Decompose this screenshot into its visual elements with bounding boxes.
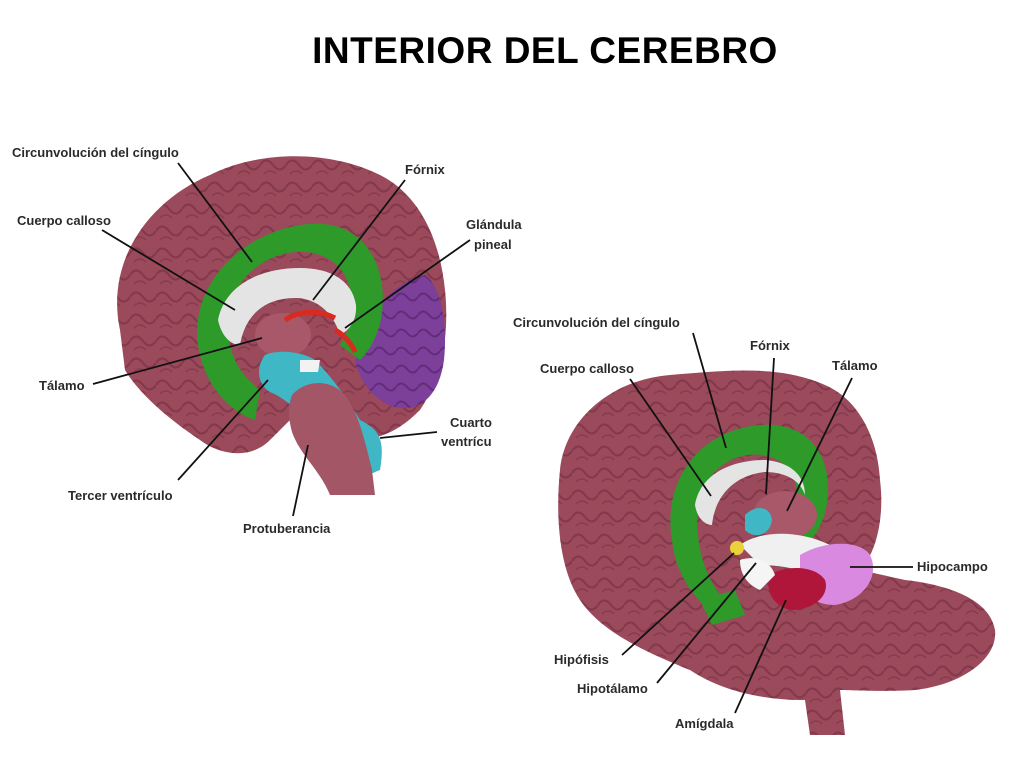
left-fornix xyxy=(283,309,337,323)
left-corpus-callosum xyxy=(218,268,357,345)
right-amygdala xyxy=(768,568,826,610)
left-cingulate-gyrus xyxy=(197,223,383,420)
right-labels: Circunvolución del cíngulo Fórnix Cuerpo… xyxy=(513,315,988,731)
right-hypothalamus xyxy=(740,558,775,590)
label-thalamus-left: Tálamo xyxy=(39,378,85,393)
label-pituitary-right: Hipófisis xyxy=(554,652,609,667)
left-pineal-gland xyxy=(333,327,358,354)
leader-thalamus-right xyxy=(786,377,853,512)
label-fourth-ventricle-left-2: ventrícu xyxy=(441,434,492,449)
leader-corpus-callosum-right xyxy=(629,378,712,497)
label-cingulate-right: Circunvolución del cíngulo xyxy=(513,315,680,330)
leader-hypothalamus-right xyxy=(656,562,757,684)
leader-cingulate-right xyxy=(692,332,727,449)
label-fornix-right: Fórnix xyxy=(750,338,790,353)
label-third-ventricle-left: Tercer ventrículo xyxy=(68,488,173,503)
left-thalamus xyxy=(255,313,311,357)
leader-corpus-callosum-left xyxy=(101,229,236,311)
right-brain-figure xyxy=(558,370,996,735)
leader-fourth-ventricle-left xyxy=(379,431,438,439)
leader-pituitary-right xyxy=(621,552,735,656)
label-hypothalamus-right: Hipotálamo xyxy=(577,681,648,696)
leader-thalamus-left xyxy=(92,337,263,385)
label-pons-left: Protuberancia xyxy=(243,521,331,536)
left-white-strip xyxy=(300,360,320,372)
label-fornix-left: Fórnix xyxy=(405,162,445,177)
leader-third-ventricle-left xyxy=(177,379,269,481)
label-hippocampus-right: Hipocampo xyxy=(917,559,988,574)
right-pituitary xyxy=(730,541,744,555)
left-labels: Circunvolución del cíngulo Cuerpo callos… xyxy=(12,145,522,536)
left-brain-figure xyxy=(117,156,447,495)
leader-pons-left xyxy=(292,444,309,517)
label-corpus-callosum-right: Cuerpo calloso xyxy=(540,361,634,376)
label-fourth-ventricle-left-1: Cuarto xyxy=(450,415,492,430)
leader-amygdala-right xyxy=(734,599,787,714)
left-brainstem xyxy=(289,382,375,495)
label-cingulate-left: Circunvolución del cíngulo xyxy=(12,145,179,160)
page-title: INTERIOR DEL CEREBRO xyxy=(312,30,778,71)
right-cingulate-gyrus xyxy=(670,424,829,615)
label-corpus-callosum-left: Cuerpo calloso xyxy=(17,213,111,228)
leader-cingulate-left xyxy=(177,162,253,263)
label-amygdala-right: Amígdala xyxy=(675,716,734,731)
label-thalamus-right: Tálamo xyxy=(832,358,878,373)
right-ventricle xyxy=(745,508,772,536)
label-pineal-left-1: Glándula xyxy=(466,217,522,232)
leader-pineal-left xyxy=(344,239,471,329)
label-pineal-left-2: pineal xyxy=(474,237,512,252)
right-corpus-callosum xyxy=(695,460,805,525)
leader-fornix-right xyxy=(765,357,775,495)
leader-fornix-left xyxy=(312,179,406,301)
